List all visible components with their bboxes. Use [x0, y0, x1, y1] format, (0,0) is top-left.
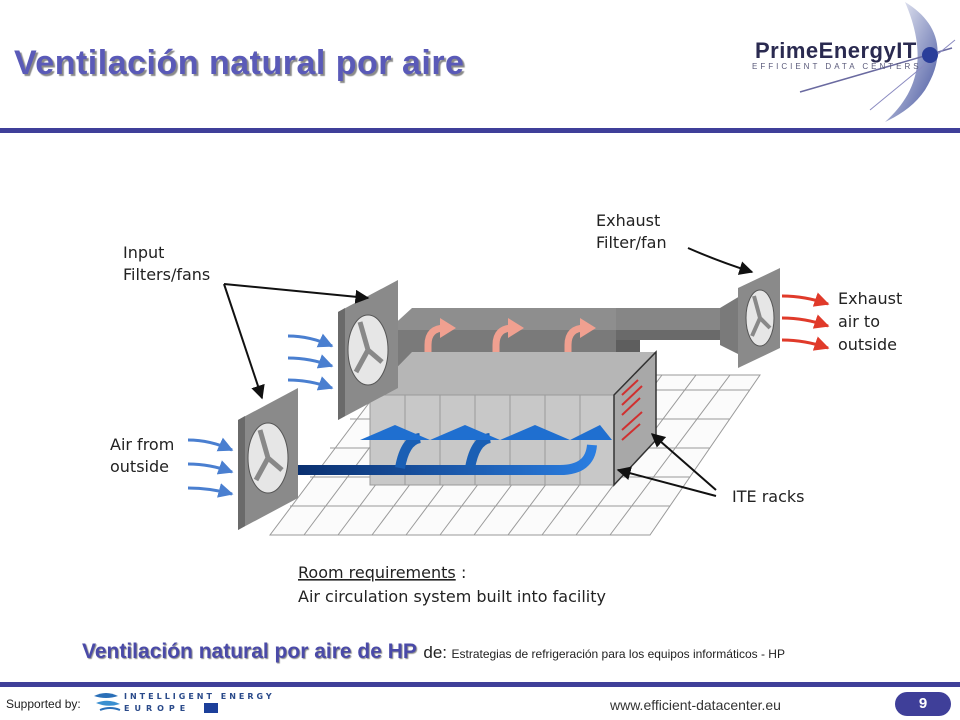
- caption-title: Ventilación natural por aire de HP: [82, 640, 417, 663]
- label-exhaust-air-2: air to: [838, 312, 880, 331]
- figure-caption: Ventilación natural por aire de HP de: E…: [82, 640, 785, 664]
- input-fan-lower: [238, 388, 298, 530]
- label-room-requirements-body: Air circulation system built into facili…: [298, 587, 606, 606]
- primeenergyit-logo: [720, 0, 960, 128]
- iee-line-2: EUROPE: [124, 704, 190, 713]
- intelligent-energy-europe-logo: INTELLIGENT ENERGY EUROPE: [94, 692, 272, 713]
- caption-source: Estrategias de refrigeración para los eq…: [451, 647, 785, 661]
- footer-rule: [0, 682, 960, 687]
- ventilation-diagram: Input Filters/fans Exhaust Filter/fan Ex…: [110, 211, 902, 606]
- page-number-badge: 9: [895, 692, 951, 716]
- intake-arrows: [187, 333, 334, 498]
- label-room-requirements-colon: :: [461, 563, 466, 582]
- supported-by-label: Supported by:: [6, 697, 81, 711]
- input-fan-upper: [338, 280, 398, 420]
- label-ite-racks: ITE racks: [732, 487, 804, 506]
- label-outside: outside: [110, 457, 169, 476]
- eu-flag-icon: [204, 703, 218, 713]
- footer-url[interactable]: www.efficient-datacenter.eu: [610, 697, 781, 713]
- label-input: Input: [123, 243, 164, 262]
- label-filters-fans: Filters/fans: [123, 265, 210, 284]
- exhaust-arrows: [781, 292, 830, 351]
- label-exhaust-air-3: outside: [838, 335, 897, 354]
- logo-swoosh-icon: [799, 2, 956, 122]
- label-filter-fan: Filter/fan: [596, 233, 667, 252]
- label-air-from: Air from: [110, 435, 174, 454]
- label-exhaust-air-1: Exhaust: [838, 289, 902, 308]
- header-rule: [0, 128, 960, 133]
- exhaust-fan: [738, 268, 780, 368]
- label-room-requirements: Room requirements: [298, 563, 456, 582]
- iee-line-1: INTELLIGENT ENERGY: [124, 692, 272, 701]
- label-exhaust: Exhaust: [596, 211, 660, 230]
- logo-wordmark: PrimeEnergyIT: [755, 38, 917, 63]
- cold-air-flow: [295, 425, 612, 475]
- logo-tagline: EFFICIENT DATA CENTERS: [752, 62, 922, 71]
- slide-title: Ventilación natural por aire: [14, 44, 465, 82]
- caption-de: de:: [423, 643, 448, 662]
